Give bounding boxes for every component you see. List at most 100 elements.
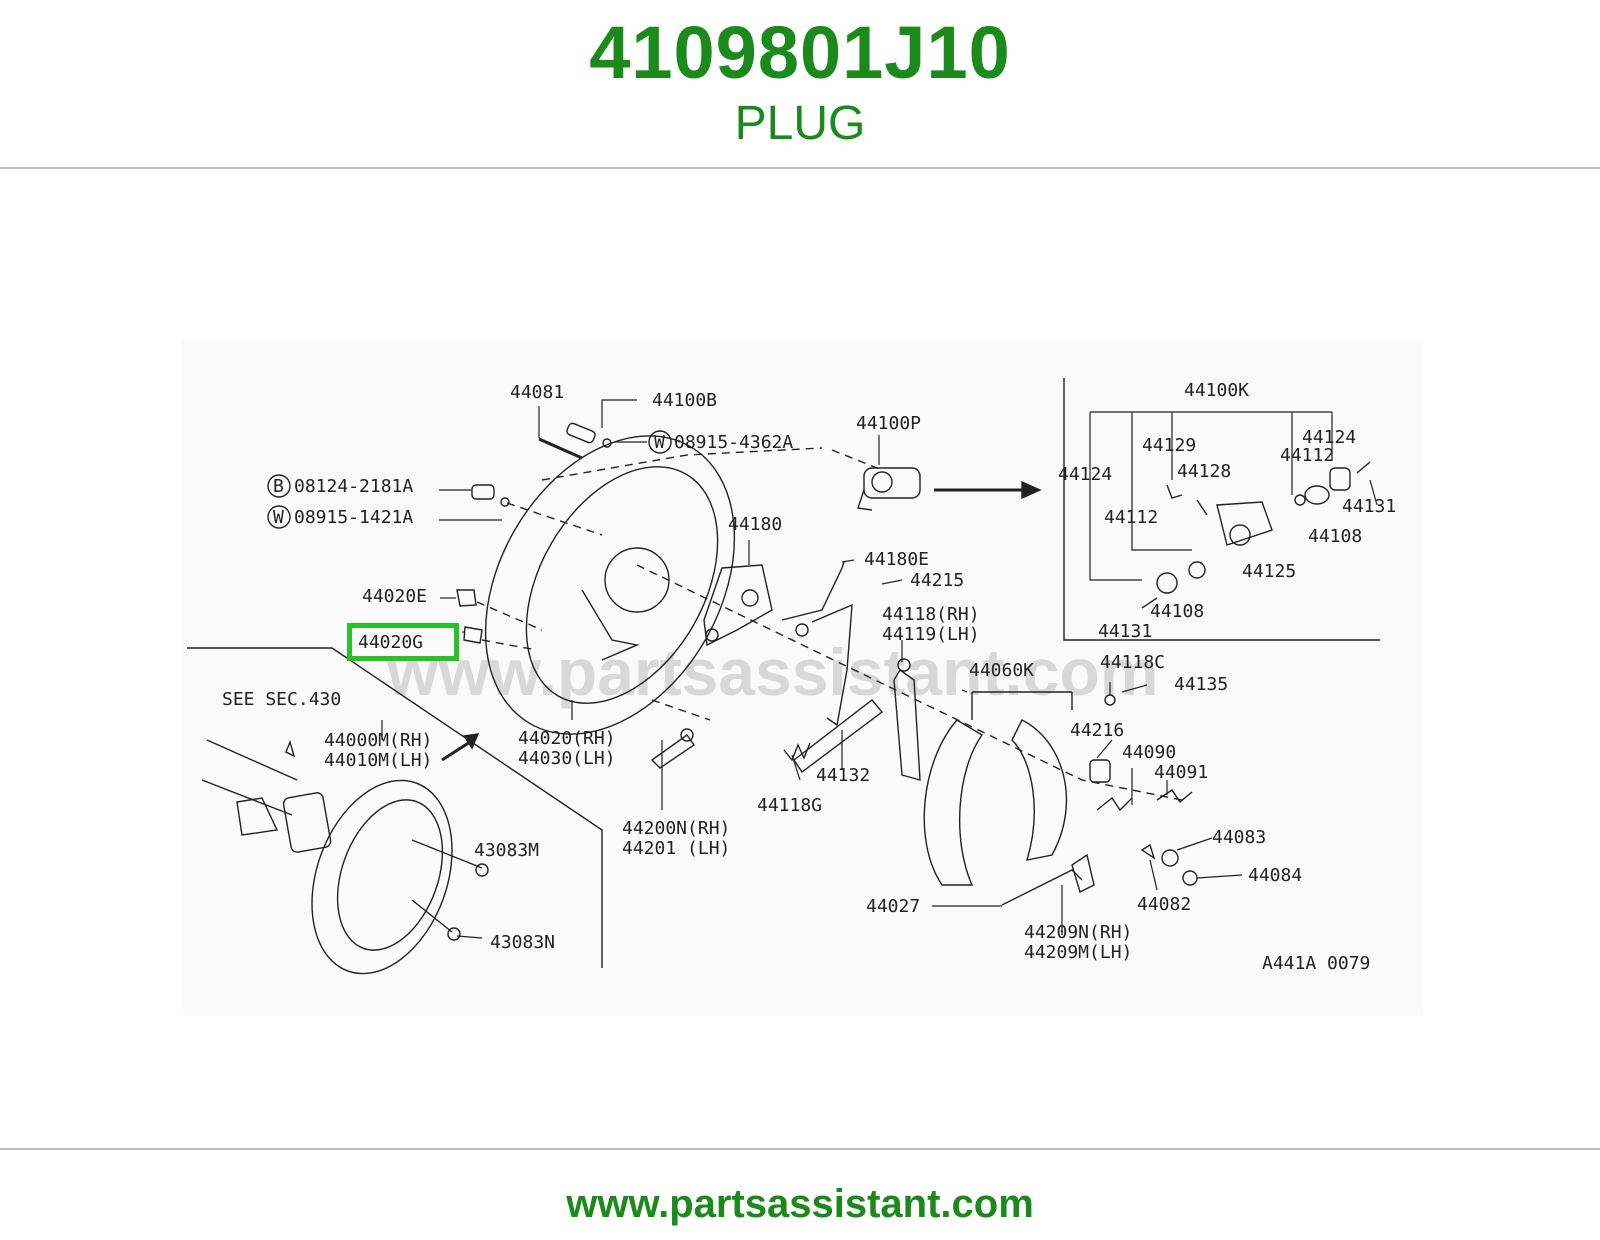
inset-screw-44128 [1196,499,1208,516]
callout-44128[interactable]: 44128 [1177,461,1231,482]
callout-08915-4362a[interactable]: 08915-4362A [674,432,793,453]
callout-44118c[interactable]: 44118C [1100,652,1165,673]
spring-44091 [1156,789,1193,804]
marker-b-circle [267,474,291,498]
callout-44090[interactable]: 44090 [1122,742,1176,763]
inset-bleeder-44131 [1141,597,1158,609]
direction-arrow-head [462,733,480,750]
callout-44000m-rh[interactable]: 44000M(RH) [324,730,432,751]
nut-sec430 [285,739,296,758]
callout-44100p[interactable]: 44100P [856,413,921,434]
spring-44118g [783,742,811,762]
wheel-cylinder [863,467,921,499]
callout-43083n[interactable]: 43083N [490,932,555,953]
callout-44010m-lh[interactable]: 44010M(LH) [324,750,432,771]
callout-44118g[interactable]: 44118G [757,795,822,816]
callout-44100b[interactable]: 44100B [652,390,717,411]
callout-44200n-rh[interactable]: 44200N(RH) [622,818,730,839]
callout-08124-2181a[interactable]: 08124-2181A [294,476,413,497]
lever-44180e [781,561,845,621]
callout-44020-rh[interactable]: 44020(RH) [518,728,616,749]
callout-44135[interactable]: 44135 [1174,674,1228,695]
callout-44129[interactable]: 44129 [1142,435,1196,456]
brake-lever-44118 [893,668,921,781]
bolt-43083n [411,899,453,933]
callout-44030-lh[interactable]: 44030(LH) [518,748,616,769]
callout-44108-right[interactable]: 44108 [1308,526,1362,547]
callout-44020g[interactable]: 44020G [358,632,423,653]
marker-w-circle-1 [267,505,291,529]
callout-44112-top[interactable]: 44112 [1280,445,1334,466]
callout-44108-left[interactable]: 44108 [1150,601,1204,622]
callout-44131-right[interactable]: 44131 [1342,496,1396,517]
plug-44020g [463,626,483,644]
callout-44091[interactable]: 44091 [1154,762,1208,783]
callout-44124-left[interactable]: 44124 [1058,464,1112,485]
adjuster-44180 [703,564,773,647]
brake-shoe-right [1011,719,1068,861]
callout-08915-1421a[interactable]: 08915-1421A [294,507,413,528]
footer-divider [0,1148,1600,1150]
callout-44180e[interactable]: 44180E [864,549,929,570]
callout-43083m[interactable]: 43083M [474,840,539,861]
backing-plate-hub [604,547,670,613]
inset-frame [1063,378,1380,641]
part-number: 4109801J10 [589,11,1011,94]
inset-arrow-head [1021,480,1042,500]
callout-44084[interactable]: 44084 [1248,865,1302,886]
diagram-code: A441A 0079 [1262,953,1370,974]
callout-44132[interactable]: 44132 [816,765,870,786]
callout-44100k[interactable]: 44100K [1184,380,1249,401]
spring-44090 [1096,796,1133,812]
parts-diagram: www.partsassistant.com [182,340,1422,1015]
callout-44216[interactable]: 44216 [1070,720,1124,741]
callout-44209m-lh[interactable]: 44209M(LH) [1024,942,1132,963]
highlight-box-44020g [347,623,459,661]
callout-44201-lh[interactable]: 44201 (LH) [622,838,730,859]
shoe-bracket [971,691,1073,720]
inset-bleeder-right [1356,461,1371,474]
inset-cylinder-body [1216,501,1273,546]
header-divider [0,167,1600,169]
callout-44027[interactable]: 44027 [866,896,920,917]
bolt-2181a [471,484,495,500]
callout-44119-lh[interactable]: 44119(LH) [882,624,980,645]
callout-44118-rh[interactable]: 44118(RH) [882,604,980,625]
adjuster-44027 [1001,869,1083,906]
spring-44215 [811,603,853,727]
backing-plate-inner [525,466,719,704]
inset-bleeder-44129 [1166,484,1183,499]
marker-b: B [273,476,284,497]
direction-arrow-line [441,740,471,762]
circle-markers: B W W [267,430,672,529]
callout-44125[interactable]: 44125 [1242,561,1296,582]
callout-44124-right[interactable]: 44124 [1302,427,1356,448]
watermark: www.partsassistant.com [386,635,1158,709]
inset-piston [1304,485,1330,505]
marker-w-2: W [654,432,665,453]
brake-assembly-inner [336,799,444,951]
callout-44083[interactable]: 44083 [1212,827,1266,848]
spring-44084 [1182,870,1198,886]
cup-44083 [1161,849,1179,867]
see-section[interactable]: SEE SEC.430 [222,689,341,710]
callout-44082[interactable]: 44082 [1137,894,1191,915]
adjuster-44216 [1089,759,1111,783]
footer-url[interactable]: www.partsassistant.com [566,1182,1034,1226]
hub-flange [282,792,332,853]
callout-44112-left[interactable]: 44112 [1104,507,1158,528]
callout-44131-left[interactable]: 44131 [1098,621,1152,642]
callout-44060k[interactable]: 44060K [969,660,1034,681]
callout-44215[interactable]: 44215 [910,570,964,591]
wheel-cylinder-port [871,471,893,493]
part-name: PLUG [734,97,866,150]
callout-labels: 44081 44100B 08915-4362A 44100P 08124-21… [222,380,1396,974]
page-header: 4109801J10 PLUG [0,0,1600,168]
backing-plate-lever [581,589,640,661]
callout-44020e[interactable]: 44020E [362,586,427,607]
callout-44081[interactable]: 44081 [510,382,564,403]
brake-shoe-left [923,719,984,886]
bolt-44100b [566,422,596,444]
callout-44209n-rh[interactable]: 44209N(RH) [1024,922,1132,943]
callout-44180[interactable]: 44180 [728,514,782,535]
